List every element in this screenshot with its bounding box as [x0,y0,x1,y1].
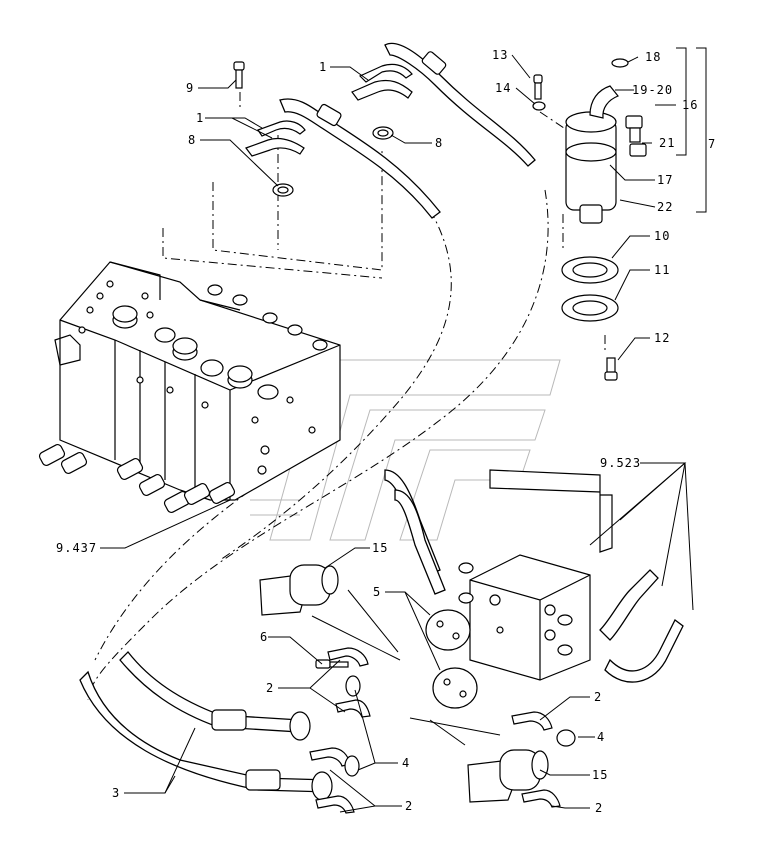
lower-hoses [79,651,333,801]
flanges [425,609,478,709]
callout-2b: 2 [594,690,602,704]
callout-7: 7 [708,137,716,151]
callout-12: 12 [654,331,670,345]
callout-22: 22 [657,200,673,214]
callout-8a: 8 [188,133,196,147]
priority-manifold [384,469,684,683]
callout-5: 5 [373,585,381,599]
callout-2a: 2 [266,681,274,695]
callout-14: 14 [495,81,511,95]
callout-3: 3 [112,786,120,800]
control-valve-block [38,261,341,514]
filter-assembly [532,58,647,224]
valve-spool-ends [38,443,236,514]
callout-19-20: 19-20 [632,83,673,97]
callout-4b: 4 [402,756,410,770]
assembly-lines [87,92,606,701]
valve-top-fittings [112,284,328,400]
callout-8b: 8 [435,136,443,150]
callout-15b: 15 [592,768,608,782]
callout-10: 10 [654,229,670,243]
callout-9-437: 9.437 [56,541,97,555]
callout-2c: 2 [405,799,413,813]
callout-13: 13 [492,48,508,62]
upper-clamps [233,61,413,197]
callout-1a: 1 [319,60,327,74]
callout-4a: 4 [597,730,605,744]
callout-17: 17 [657,173,673,187]
callout-1b: 1 [196,111,204,125]
leader-lines [100,47,707,813]
callout-6: 6 [260,630,268,644]
suction-pipes [259,564,549,803]
callout-11: 11 [654,263,670,277]
callout-labels: 1 1 9 8 8 13 14 18 19-20 16 21 7 17 22 1… [56,48,716,815]
callout-18: 18 [645,50,661,64]
callout-15a: 15 [372,541,388,555]
callout-21: 21 [659,136,675,150]
callout-16: 16 [682,98,698,112]
gaskets [561,256,619,381]
valve-ports [78,280,316,475]
callout-9-523: 9.523 [600,456,641,470]
upper-hoses [279,42,536,219]
callout-9: 9 [186,81,194,95]
callout-2d: 2 [595,801,603,815]
